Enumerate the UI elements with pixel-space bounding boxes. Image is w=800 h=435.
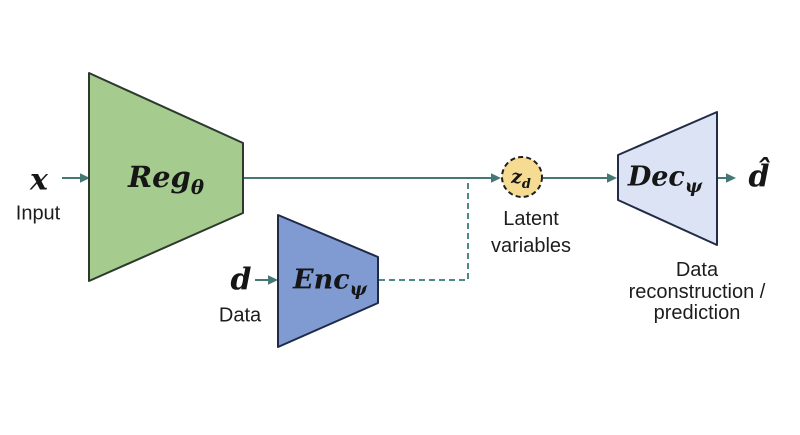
output-caption-line1: Data <box>675 258 719 281</box>
encoder-label: Encψ <box>293 264 367 299</box>
arrowhead-input-to-reg-icon <box>80 173 90 183</box>
decoder-label: Decψ <box>627 161 702 196</box>
decoder-shape <box>617 111 718 246</box>
connector-enc-to-latent-dashed <box>379 179 469 281</box>
latent-node-label-sub: d <box>521 176 531 192</box>
decoder-label-base: Dec <box>627 161 685 193</box>
arrowheads <box>80 173 736 285</box>
arrowhead-reg-to-latent-icon <box>491 173 501 183</box>
latent-caption: Latent variables <box>491 206 571 260</box>
regressor-shape <box>88 72 244 282</box>
arrowhead-latent-to-dec-icon <box>607 173 617 183</box>
arrowhead-data-to-enc-icon <box>268 275 278 285</box>
latent-node-label: zd <box>511 166 531 191</box>
input-symbol: x <box>30 162 48 198</box>
latent-node-label-base: z <box>511 166 522 188</box>
latent-caption-line2: variables <box>490 235 572 257</box>
regressor-label-sub: θ <box>190 174 204 199</box>
regressor-label: Regθ <box>128 160 204 197</box>
arrowhead-dec-to-output-icon <box>726 173 736 183</box>
input-caption: Input <box>15 202 61 225</box>
output-caption-line2: reconstruction / <box>628 280 766 303</box>
output-caption-line3: prediction <box>653 301 741 324</box>
encoder-shape <box>277 214 379 348</box>
output-symbol: d̂ <box>748 159 770 195</box>
data-symbol: d <box>230 262 252 298</box>
output-caption: Data reconstruction / prediction <box>628 258 766 325</box>
decoder-label-sub: ψ <box>684 175 703 197</box>
latent-node-shape <box>501 156 543 198</box>
solid-connectors <box>62 177 727 281</box>
encoder-label-sub: ψ <box>349 278 367 300</box>
latent-caption-line1: Latent <box>503 208 559 230</box>
encoder-label-base: Enc <box>293 264 350 296</box>
data-caption: Data <box>218 304 262 327</box>
regressor-label-base: Reg <box>128 160 191 194</box>
